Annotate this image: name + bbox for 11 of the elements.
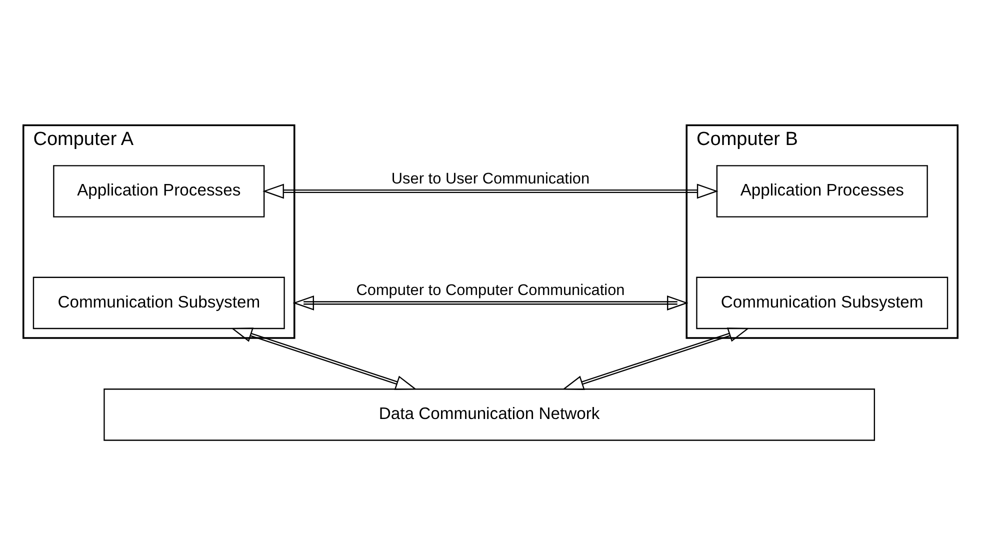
edge-label: Computer to Computer Communication <box>356 282 625 300</box>
arrow <box>262 184 718 199</box>
arrow <box>562 328 750 390</box>
node-box: Application Processes <box>716 165 928 218</box>
arrow <box>292 295 688 310</box>
node-box: Communication Subsystem <box>696 276 948 330</box>
node-box: Application Processes <box>53 165 265 218</box>
edge-label: User to User Communication <box>391 170 590 188</box>
node-box: Communication Subsystem <box>32 276 285 330</box>
arrow <box>230 328 417 390</box>
node-box: Data Communication Network <box>104 388 876 441</box>
